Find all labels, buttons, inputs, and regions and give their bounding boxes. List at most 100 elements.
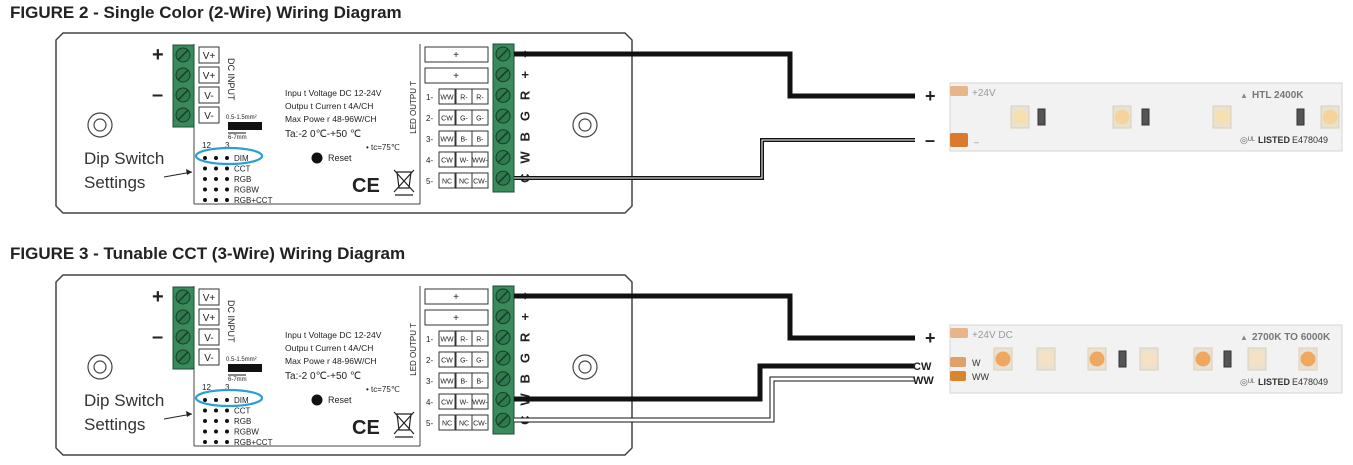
input-terminal-label: V+ — [203, 51, 216, 62]
ul-mark: ◎ᵁᴸ — [1240, 135, 1255, 145]
tc-label: • tc=75℃ — [366, 385, 400, 394]
output-mode-cell — [438, 88, 456, 105]
input-terminal-label: V- — [204, 333, 213, 344]
strip-pad — [950, 328, 968, 338]
strip-file-number: E478049 — [1292, 135, 1328, 145]
output-channel-number: 2- — [426, 114, 433, 123]
dc-input-label: DC INPUT — [226, 300, 236, 343]
spec-line: Inpu t Voltage DC 12-24V — [285, 330, 382, 340]
output-mode-cell-label: G- — [460, 116, 468, 123]
weee-icon — [393, 411, 415, 438]
led-emitter — [1300, 351, 1316, 367]
led-output-label: LED OUTPU T — [409, 323, 418, 376]
dip-mode-label: DIM — [234, 154, 249, 163]
input-terminal-label-box — [198, 308, 220, 326]
output-mode-cell — [471, 130, 489, 147]
output-mode-cell-label: R- — [476, 95, 484, 102]
dip-dot — [214, 419, 218, 423]
strip-plus-label: + — [925, 328, 936, 348]
input-terminal-label: V- — [204, 353, 213, 364]
resistor — [1118, 350, 1127, 368]
reset-button — [311, 394, 323, 406]
output-terminal-label: B — [517, 132, 532, 141]
terminal-screw-slot — [497, 311, 509, 323]
output-mode-cell-label: NC — [442, 421, 452, 428]
led-emitter — [1012, 109, 1028, 125]
led-emitter — [1214, 109, 1230, 125]
terminal-screw-slot — [497, 48, 509, 60]
output-cw-wire — [514, 377, 915, 422]
output-positive-wire-outline — [514, 51, 915, 99]
strip-length-label: 6-7mm — [228, 377, 247, 383]
input-terminal-block — [172, 286, 195, 370]
output-plus-label: + — [453, 50, 459, 61]
terminal-screw-slot — [177, 69, 189, 81]
strip-listing-label: LISTED — [1258, 135, 1291, 145]
figure-2-title: FIGURE 2 - Single Color (2-Wire) Wiring … — [10, 3, 402, 22]
terminal-screw-slot — [497, 352, 509, 364]
output-mode-cell — [438, 393, 456, 410]
mounting-hole — [572, 112, 598, 138]
mounting-hole-inner — [578, 118, 592, 132]
output-channel-number: 1- — [426, 93, 433, 102]
output-plus-label: + — [453, 292, 459, 303]
input-terminal-label: V+ — [203, 293, 216, 304]
output-plus-box — [424, 67, 489, 84]
strip-minus-pad-label: – — [974, 137, 979, 147]
terminal-screw-slot — [497, 151, 509, 164]
input-terminal-label-box — [198, 86, 220, 104]
dip-dot — [203, 440, 207, 444]
output-mode-cell-label: G- — [476, 358, 484, 365]
spec-line: Outpu t Curren t 4A/CH — [285, 101, 373, 111]
output-mode-cell — [471, 393, 489, 410]
terminal-screw-slot — [497, 172, 509, 184]
strip-listing-label: LISTED — [1258, 377, 1291, 387]
input-plus-label: + — [152, 286, 164, 308]
output-terminal-label: + — [517, 312, 532, 320]
strip-pad — [950, 357, 966, 367]
led-emitter — [1114, 109, 1130, 125]
dip-dot — [214, 429, 218, 434]
terminal-screw-slot — [497, 331, 509, 343]
output-ww-wire-outline — [514, 363, 915, 402]
output-mode-cell-label: WW — [440, 379, 454, 386]
output-terminal-label: R — [517, 332, 532, 342]
output-mode-cell-label: CW- — [473, 421, 488, 428]
output-channel-number: 4- — [426, 156, 433, 165]
wire-strip-marker — [228, 122, 262, 130]
mounting-hole — [87, 112, 113, 138]
led-emitter — [1141, 351, 1157, 367]
dip-dot — [203, 166, 207, 171]
output-channel-number: 3- — [426, 135, 433, 144]
output-channel-number: 2- — [426, 356, 433, 365]
strip-plus-label: + — [925, 86, 936, 106]
dip-dot — [214, 198, 218, 202]
terminal-screw-slot — [177, 351, 189, 363]
dip-switch-callout: Dip Switch — [84, 391, 164, 410]
dip-mode-label: DIM — [234, 396, 249, 405]
input-minus-label: – — [152, 84, 163, 106]
strip-voltage-label: +24V DC — [972, 330, 1013, 341]
dip-number: 12 — [202, 383, 211, 392]
dip-dot — [225, 156, 229, 160]
strip-file-number: E478049 — [1292, 377, 1328, 387]
output-mode-cell-label: WW- — [472, 158, 488, 165]
dip-mode-label: RGB — [234, 417, 251, 426]
terminal-screw-slot — [497, 414, 509, 426]
input-terminal-label-box — [198, 328, 220, 346]
strip-pad-ww-label: WW — [972, 372, 989, 382]
output-mode-cell — [438, 151, 456, 168]
dip-callout-arrowhead — [186, 411, 192, 417]
dip-dot — [225, 429, 229, 434]
output-mode-cell-label: WW — [440, 137, 454, 144]
output-mode-cell-label: G- — [476, 116, 484, 123]
output-mode-cell-label: NC — [459, 179, 469, 186]
output-plus-box — [424, 309, 489, 326]
output-plus-box — [424, 288, 489, 305]
output-plus-label: + — [453, 313, 459, 324]
wire-gauge-label: 0.5-1.5mm² — [226, 357, 257, 363]
dip-dot — [203, 419, 207, 423]
dip-dot — [214, 408, 218, 413]
